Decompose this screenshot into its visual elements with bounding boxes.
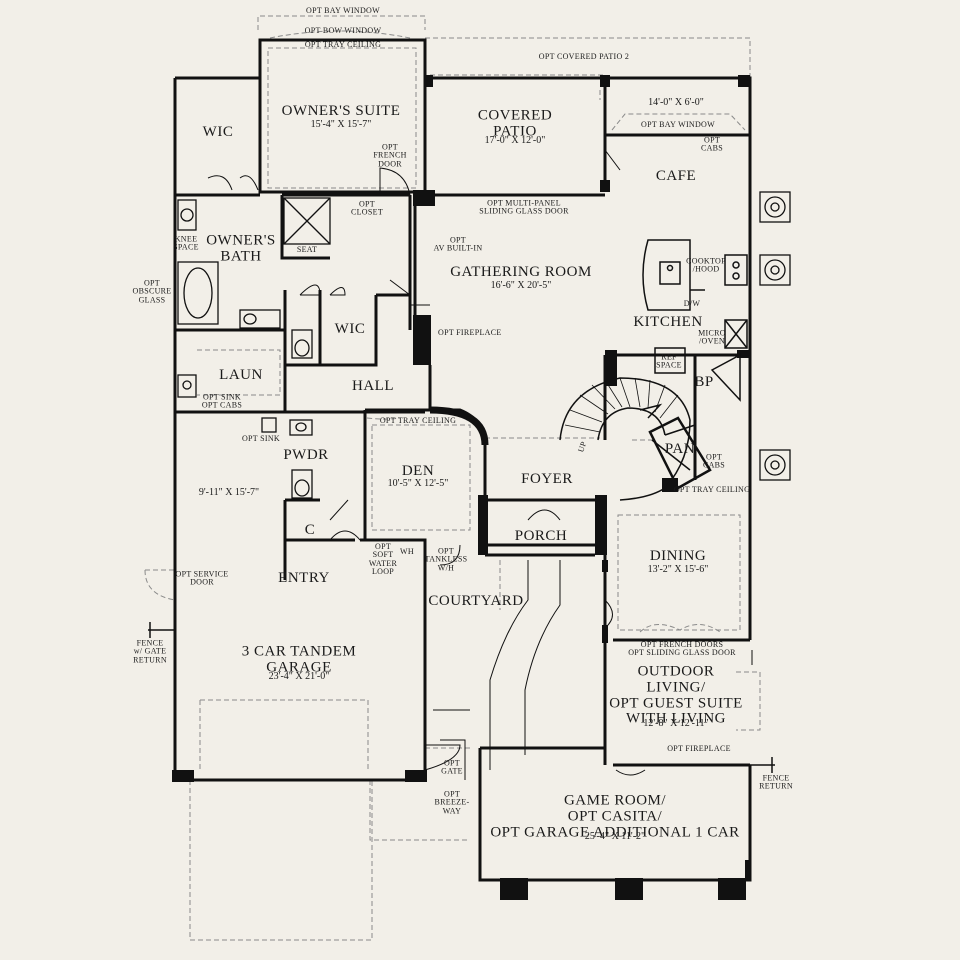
den-label: DEN (401, 463, 435, 480)
note-opt-obscure-glass: OPT OBSCURE GLASS (132, 278, 172, 305)
note-opt-multipanel: OPT MULTI-PANEL SLIDING GLASS DOOR (479, 198, 569, 216)
kitchen-island (642, 239, 748, 374)
note-seat: SEAT (296, 244, 318, 254)
note-opt-sliding-glass: OPT SLIDING GLASS DOOR (628, 647, 736, 657)
note-opt-tray-ceiling-suite: OPT TRAY CEILING (304, 39, 382, 49)
courtyard-path (433, 560, 561, 770)
note-opt-sink-cabs: OPT SINK OPT CABS (201, 392, 243, 410)
note-opt-sink-garage: OPT SINK (241, 433, 281, 443)
pan-label: PAN (664, 441, 696, 458)
note-opt-tankless: OPT TANKLESS W/H (424, 546, 468, 573)
note-dw: D/W (683, 298, 701, 308)
outdoor-living-label: OUTDOOR LIVING/ OPT GUEST SUITE WITH LIV… (609, 663, 743, 727)
note-ref-space: REF SPACE (656, 352, 682, 370)
note-opt-covered-patio-2: OPT COVERED PATIO 2 (538, 51, 630, 61)
ac-units (759, 191, 791, 481)
note-fence-return: FENCE RETURN (759, 773, 793, 791)
note-opt-fireplace-gathering: OPT FIREPLACE (438, 327, 502, 337)
covered-patio-dim: 17'-0" X 12'-0" (484, 134, 546, 146)
game-room-label: GAME ROOM/ OPT CASITA/ OPT GARAGE ADDITI… (490, 792, 740, 840)
fence (148, 622, 775, 773)
closet-c-label: C (304, 522, 316, 539)
porch-label: PORCH (514, 528, 568, 545)
note-fence-gate: FENCE w/ GATE RETURN (133, 638, 167, 665)
note-micro-oven: MICRO /OVEN (698, 328, 726, 346)
wic-lower-label: WIC (334, 321, 366, 338)
note-opt-french-door: OPT FRENCH DOOR (373, 142, 407, 169)
note-opt-soft-water: OPT SOFT WATER LOOP (368, 542, 398, 577)
wall-blocks (172, 75, 751, 900)
dining-label: DINING (649, 548, 707, 565)
note-opt-cabs-top: OPT CABS (700, 135, 724, 153)
note-opt-breezeway: OPT BREEZE- WAY (434, 789, 470, 816)
stair-treads (564, 377, 679, 433)
walls (173, 38, 752, 882)
dining-dim: 13'-2" X 15'-6" (647, 563, 709, 575)
pwdr-label: PWDR (283, 447, 329, 464)
patio-ext-dim: 14'-0" X 6'-0" (648, 96, 704, 108)
hall-label: HALL (352, 378, 394, 395)
gathering-room-label: GATHERING ROOM (450, 264, 592, 281)
outdoor-living-dim: 12'-8" X 12'-11" (643, 717, 709, 729)
owners-suite-label: OWNER'S SUITE (281, 103, 401, 120)
pantry-outline (648, 416, 712, 490)
kitchen-label: KITCHEN (633, 314, 703, 331)
note-opt-french-doors: OPT FRENCH DOORS (640, 639, 724, 649)
garage-dim: 23'-4" X 21'-0" (268, 670, 330, 682)
garage-bay-dim: 9'-11" X 15'-7" (198, 486, 260, 498)
note-knee-space: KNEE SPACE (173, 234, 199, 252)
note-opt-bay-window-cafe: OPT BAY WINDOW (641, 119, 715, 129)
owners-suite-dim: 15'-4" X 15'-7" (310, 118, 372, 130)
game-room-dim: 25'-4" X 11'-2" (584, 830, 646, 842)
wic-upper-label: WIC (202, 124, 234, 141)
laun-label: LAUN (219, 367, 263, 384)
bp-label: BP (694, 374, 714, 391)
note-opt-bay-window-top: OPT BAY WINDOW (306, 5, 380, 15)
doors (207, 149, 753, 780)
note-opt-fireplace-outdoor: OPT FIREPLACE (667, 743, 731, 753)
garage-label: 3 CAR TANDEM GARAGE (241, 643, 357, 675)
note-cooktop-hood: COOKTOP /HOOD (686, 256, 726, 274)
note-opt-service-door: OPT SERVICE DOOR (175, 569, 229, 587)
note-opt-tray-ceiling-dining: OPT TRAY CEILING (673, 484, 751, 494)
note-opt-closet: OPT CLOSET (350, 199, 384, 217)
gathering-room-dim: 16'-6" X 20'-5" (490, 279, 552, 291)
note-opt-bow-window: OPT BOW WINDOW (304, 25, 382, 35)
spiral-stair (559, 377, 696, 501)
owners-bath-label: OWNER'S BATH (206, 232, 276, 264)
courtyard-label: COURTYARD (428, 593, 524, 610)
cafe-label: CAFE (655, 168, 697, 185)
bath-fixtures (177, 197, 331, 499)
foyer-label: FOYER (521, 471, 573, 488)
note-opt-gate: OPT GATE (441, 758, 463, 776)
covered-patio-label: COVERED PATIO (477, 107, 553, 139)
note-opt-av-builtin: OPT AV BUILT-IN (433, 235, 483, 253)
note-opt-tray-ceiling-den: OPT TRAY CEILING (379, 415, 457, 425)
note-opt-cabs-pantry: OPT CABS (702, 452, 726, 470)
note-wh: WH (400, 546, 414, 556)
entry-label: ENTRY (278, 570, 330, 587)
bp-closet (710, 353, 741, 402)
den-curve (429, 406, 489, 446)
den-dim: 10'-5" X 12'-5" (387, 477, 449, 489)
